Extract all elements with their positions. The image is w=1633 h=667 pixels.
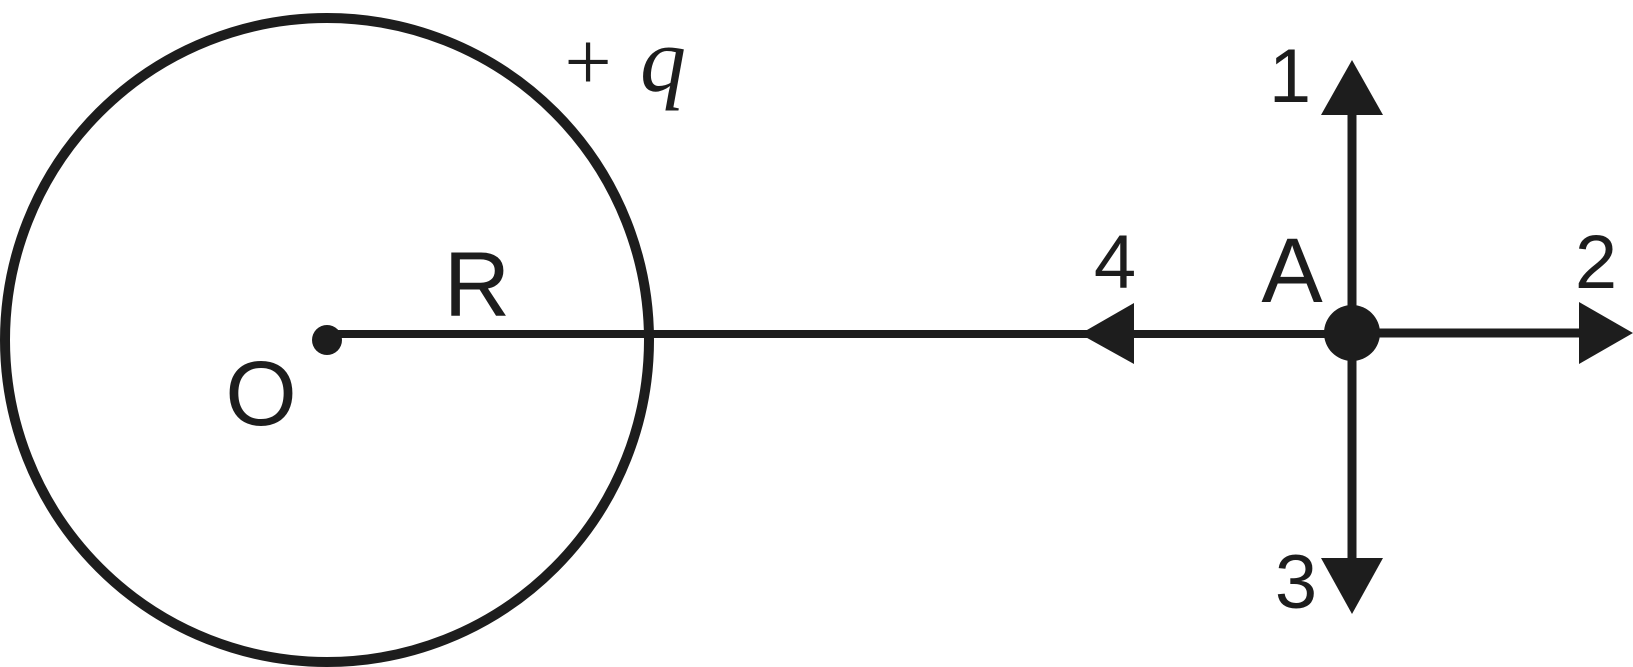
label-direction-2: 2 [1575,220,1617,305]
arrow-3-head [1321,558,1383,614]
label-direction-1: 1 [1269,34,1311,119]
label-direction-3: 3 [1275,540,1317,625]
arrow-2-head [1579,302,1633,364]
label-center-o: O [225,343,297,445]
label-direction-4: 4 [1094,220,1136,305]
label-charge-sign: + [564,16,611,109]
arrow-4-head [1080,303,1134,364]
label-radius: R [444,234,510,336]
point-a-dot [1324,305,1380,361]
sphere-outline [0,13,654,667]
label-point-a: A [1261,220,1323,322]
label-charge-symbol: q [640,9,686,111]
center-point [312,325,342,355]
arrow-1-head [1321,60,1383,115]
